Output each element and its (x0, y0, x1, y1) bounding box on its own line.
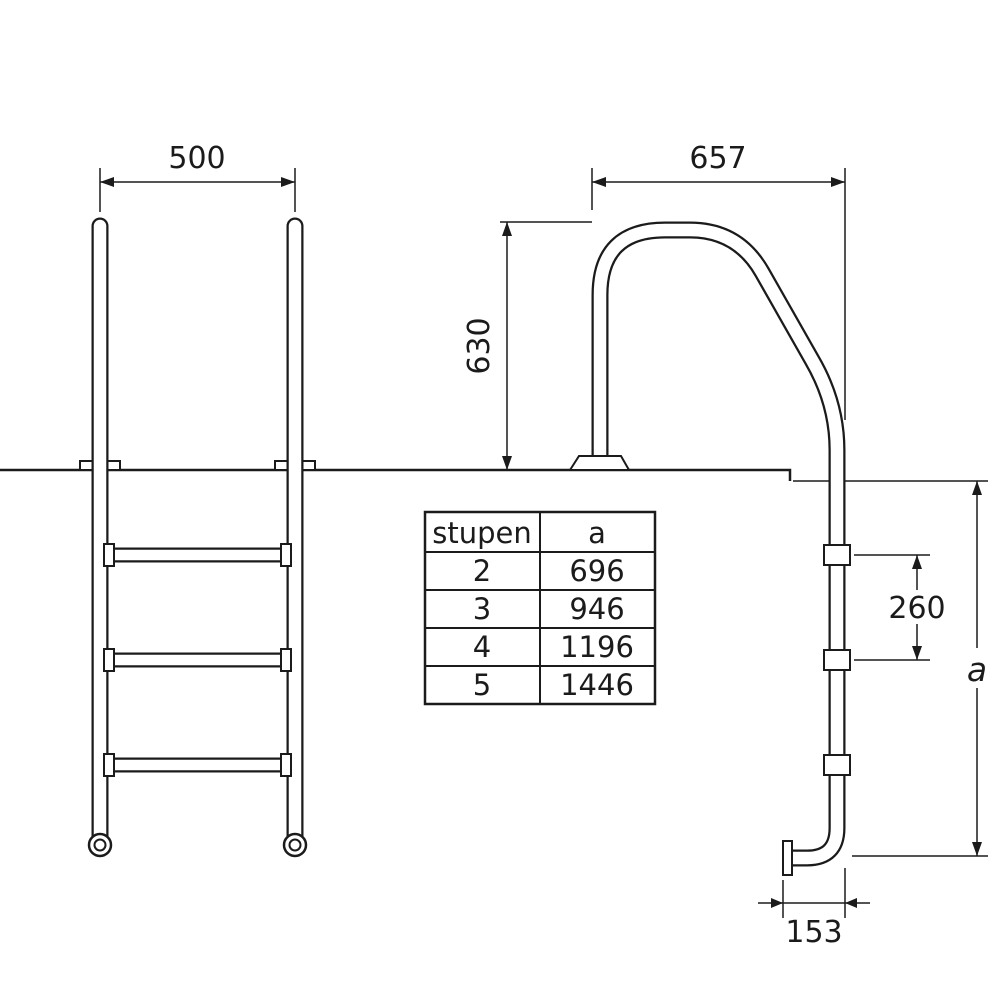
dim-a: a (852, 481, 996, 857)
ladder-feet (87, 832, 308, 858)
table-cell-a-0: 696 (569, 554, 624, 588)
dim-630-label: 630 (462, 317, 497, 374)
dim-260-label: 260 (888, 591, 945, 626)
dim-500-label: 500 (168, 141, 225, 176)
table-header-stupen: stupen (432, 516, 532, 550)
table-cell-a-1: 946 (569, 592, 624, 626)
dim-260: 260 (854, 554, 946, 661)
dim-153: 153 (758, 868, 870, 950)
table-cell-steps-1: 3 (473, 592, 491, 626)
size-table: stupen a 2 696 3 946 4 1196 5 1446 (423, 510, 657, 706)
rung-end-plates (103, 543, 292, 777)
dim-153-label: 153 (785, 915, 842, 950)
table-cell-steps-3: 5 (473, 668, 491, 702)
dim-657: 657 (591, 141, 846, 420)
table-cell-steps-2: 4 (473, 630, 491, 664)
table-cell-steps-0: 2 (473, 554, 491, 588)
front-view (79, 217, 316, 858)
side-rung-mounts (823, 544, 851, 776)
wall-mount-plate (782, 840, 793, 876)
front-rungs (106, 547, 289, 773)
table-cell-a-3: 1446 (560, 668, 634, 702)
dim-630: 630 (462, 221, 592, 470)
front-tubes (91, 217, 304, 847)
deck-base-flange (568, 455, 631, 471)
dim-a-label: a (967, 650, 987, 689)
dim-500: 500 (99, 141, 296, 212)
dim-657-label: 657 (689, 141, 746, 176)
table-cell-a-2: 1196 (560, 630, 634, 664)
table-header-a: a (588, 516, 606, 550)
handrail-tube (591, 221, 846, 867)
deck-line (0, 468, 988, 482)
side-view (568, 221, 851, 876)
